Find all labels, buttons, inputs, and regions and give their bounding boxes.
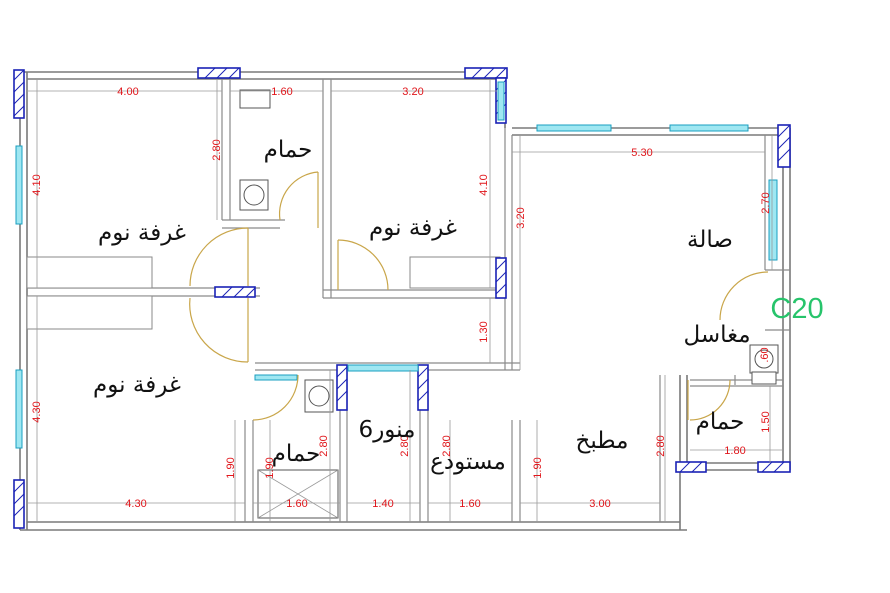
room-storage: مستودع: [430, 449, 506, 475]
room-kitchen: مطبخ: [576, 428, 629, 454]
dim-130: 1.30: [478, 321, 490, 342]
dim-320-right: 3.20: [515, 207, 527, 228]
door-bedroom-top: [189, 227, 249, 287]
column-2: [197, 67, 241, 79]
window-hall-1: [536, 124, 612, 132]
wc-top-bowl: [243, 184, 265, 206]
beds: [26, 256, 501, 330]
dim-280-c: 2.80: [399, 435, 411, 456]
room-bedroom-middle: غرفة نوم: [369, 215, 457, 241]
unit-code: C20: [770, 293, 823, 325]
column-3: [464, 67, 508, 79]
column-8: [336, 364, 348, 411]
windows: [15, 81, 778, 449]
dim-160-b1: 1.60: [286, 498, 307, 510]
dim-160-top: 1.60: [271, 86, 292, 98]
wc-right-tank: [751, 371, 777, 385]
window-lightwell: [347, 364, 419, 372]
bed-bottom-left: [26, 295, 153, 330]
doors: [189, 171, 769, 421]
tv-unit: [768, 179, 778, 261]
wc-right-bowl: [754, 349, 774, 369]
door-bath-bottom: [252, 374, 299, 421]
shower-top: [239, 89, 271, 109]
window-middle: [497, 81, 505, 121]
window-left-bottom: [15, 369, 23, 449]
room-lightwell: منور6: [359, 417, 416, 443]
room-bath-top: حمام: [264, 137, 313, 163]
room-hall: صالة: [687, 227, 733, 253]
door-bedroom-bottom: [189, 297, 249, 363]
window-hall-2: [669, 124, 749, 132]
dim-180: 1.80: [724, 445, 745, 457]
dim-410-mid: 4.10: [478, 174, 490, 195]
dim-190-a: 1.90: [225, 457, 237, 478]
fixtures: [239, 89, 779, 519]
dim-430-bottom: 4.30: [125, 498, 146, 510]
dim-190-c: 1.90: [532, 457, 544, 478]
dim-320-top: 3.20: [402, 86, 423, 98]
room-bedroom-top-left: غرفة نوم: [98, 220, 186, 246]
window-left-top: [15, 145, 23, 225]
column-5: [777, 124, 791, 168]
column-9: [417, 364, 429, 411]
dimension-lines: [27, 79, 783, 522]
dim-280-b: 2.80: [318, 435, 330, 456]
wc-bottom-bowl: [308, 385, 330, 407]
dim-190-b: 1.90: [264, 457, 276, 478]
window-bath2: [254, 374, 298, 381]
column-10: [675, 461, 707, 473]
dim-60: .60: [759, 347, 771, 362]
door-hall: [719, 271, 769, 321]
dim-300: 3.00: [589, 498, 610, 510]
dim-530: 5.30: [631, 147, 652, 159]
door-bath-right: [689, 379, 731, 421]
dim-280-e: 2.80: [655, 435, 667, 456]
column-7: [214, 286, 256, 298]
room-laundry: مغاسل: [683, 322, 750, 348]
dimension-labels: 4.00 1.60 3.20 5.30 4.10 2.80 4.10 3.20 …: [31, 86, 772, 510]
room-bedroom-bottom-left: غرفة نوم: [93, 372, 181, 398]
door-bedroom-middle: [337, 239, 389, 291]
dim-150: 1.50: [760, 411, 772, 432]
room-bath-bottom: حمام: [272, 441, 321, 467]
door-bath-top: [278, 171, 319, 221]
dim-140: 1.40: [372, 498, 393, 510]
dim-280-bath: 2.80: [211, 139, 223, 160]
room-labels: غرفة نوم حمام غرفة نوم صالة C20 مغاسل غر…: [93, 137, 824, 475]
dim-280-d: 2.80: [441, 435, 453, 456]
room-bath-right: حمام: [696, 409, 745, 435]
dim-160-b2: 1.60: [459, 498, 480, 510]
dim-400: 4.00: [117, 86, 138, 98]
column-6: [495, 257, 507, 299]
bed-middle: [409, 256, 501, 289]
bed-top-left: [26, 256, 153, 289]
dim-270: 2.70: [760, 192, 772, 213]
dim-430-left: 4.30: [31, 401, 43, 422]
dim-410-left: 4.10: [31, 174, 43, 195]
